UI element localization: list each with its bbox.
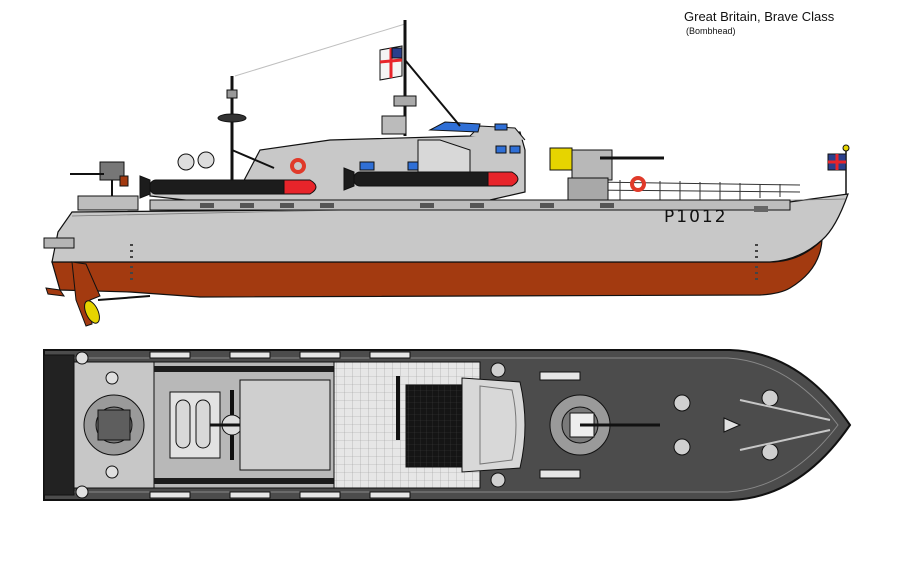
hull-lower-red (51, 238, 823, 298)
prop-shaft (97, 295, 151, 301)
radar-domes (177, 151, 215, 171)
forward-gun-mount (549, 147, 664, 201)
bridge-window (494, 123, 508, 131)
aft-gun-turret (83, 394, 145, 456)
life-raft-tubes (175, 399, 211, 449)
deck-railing (589, 180, 801, 200)
bow-breakwater (723, 417, 742, 433)
hull-number: P1012 (664, 207, 728, 227)
diagram-title: Great Britain, Brave Class (684, 9, 835, 24)
engine-room-hatch (239, 379, 331, 471)
top-view (43, 349, 852, 501)
aft-vents (75, 351, 119, 499)
torpedo-stbd-top (154, 478, 334, 484)
transom-platform (43, 237, 75, 249)
bridge-top (461, 377, 526, 473)
side-view: P1012 (43, 20, 850, 327)
anchor-hawse (754, 206, 768, 212)
bridge-console (405, 384, 463, 468)
bridge-windows (479, 385, 517, 465)
cockpit-canopy (428, 121, 481, 133)
hull-upper-grey (51, 193, 849, 263)
side-deck-details (149, 351, 581, 499)
diagram-subtitle: (Bombhead) (686, 26, 736, 36)
bollards (490, 362, 779, 488)
bow-jack-flag (827, 144, 850, 194)
draught-marks-fwd (755, 244, 758, 280)
aft-machine-gun (70, 161, 129, 196)
aft-deckhouse (77, 195, 139, 211)
transom-deck (43, 354, 75, 496)
forward-gun-top (549, 394, 660, 456)
transom-skeg (45, 287, 66, 297)
ensign-flag (379, 45, 403, 81)
bridge-front (417, 139, 471, 177)
draught-marks-aft (130, 244, 133, 280)
torpedo-aft (139, 175, 317, 199)
radar-mast-top (210, 390, 254, 460)
propeller (84, 300, 100, 324)
aft-mast (217, 76, 275, 188)
torpedo-fwd (343, 167, 519, 191)
foremast (381, 20, 461, 136)
anchor-chains (739, 399, 831, 451)
rigging-line (234, 23, 406, 77)
torpedo-port-top (154, 366, 334, 372)
lifebuoys (290, 158, 646, 192)
deck-fittings (200, 203, 614, 208)
